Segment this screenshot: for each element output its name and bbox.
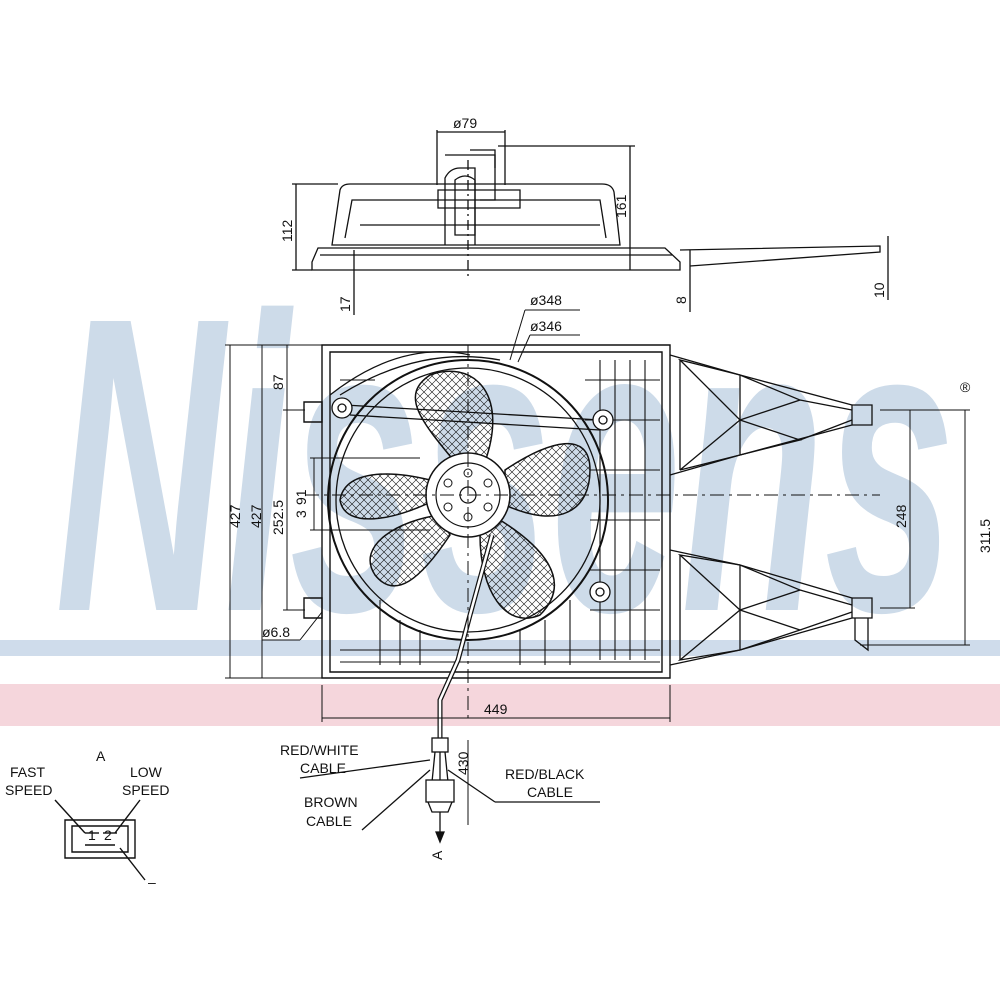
dim-91: 91	[293, 489, 309, 505]
dim-112: 112	[279, 219, 295, 242]
dim-430: 430	[455, 751, 471, 775]
label-red-black-2: CABLE	[527, 784, 573, 800]
dim-ring-inner: ø346	[530, 318, 562, 334]
label-brown-1: BROWN	[304, 794, 358, 810]
dim-17: 17	[337, 296, 353, 312]
dim-8: 8	[673, 296, 689, 304]
label-red-white-1: RED/WHITE	[280, 742, 359, 758]
label-red-white-2: CABLE	[300, 760, 346, 776]
dim-248: 248	[893, 504, 909, 528]
label-brown-2: CABLE	[306, 813, 352, 829]
dim-311-5: 311.5	[977, 519, 993, 553]
connector-pin-2: 2	[104, 827, 112, 843]
extension-brackets	[669, 354, 873, 666]
side-view	[292, 130, 889, 315]
dim-427-outer: 427	[227, 504, 243, 528]
label-fast-1: FAST	[10, 764, 45, 780]
label-view-a: A	[429, 850, 445, 860]
watermark-blue-line	[0, 640, 1000, 656]
label-low-1: LOW	[130, 764, 163, 780]
dim-252-5: 252.5	[270, 500, 286, 535]
watermark-pink-band	[0, 684, 1000, 726]
dim-161: 161	[613, 194, 629, 218]
dim-3: 3	[293, 510, 309, 518]
watermark-registered: ®	[960, 379, 971, 395]
connector-pin-1: 1	[88, 827, 96, 843]
dim-449: 449	[484, 701, 508, 717]
front-dimensions	[225, 309, 970, 825]
watermark-logo: Nissens	[55, 231, 955, 700]
dim-hole: ø6.8	[262, 624, 290, 640]
connector-ground: –	[148, 874, 156, 890]
dim-427-inner: 427	[248, 504, 264, 528]
dim-hub-diameter: ø79	[453, 115, 477, 131]
fan-ring-outer	[327, 359, 609, 641]
dim-ring-outer: ø348	[530, 292, 562, 308]
watermark: Nissens ®	[0, 231, 1000, 726]
fan-blades	[339, 370, 591, 619]
cable-connector	[299, 737, 600, 844]
fan-assembly	[327, 351, 614, 740]
label-red-black-1: RED/BLACK	[505, 766, 585, 782]
label-low-2: SPEED	[122, 782, 169, 798]
dim-10: 10	[871, 282, 887, 298]
label-fast-2: SPEED	[5, 782, 52, 798]
connector-view-label: A	[96, 748, 106, 764]
connector-detail	[54, 799, 146, 881]
dim-87: 87	[270, 374, 286, 390]
